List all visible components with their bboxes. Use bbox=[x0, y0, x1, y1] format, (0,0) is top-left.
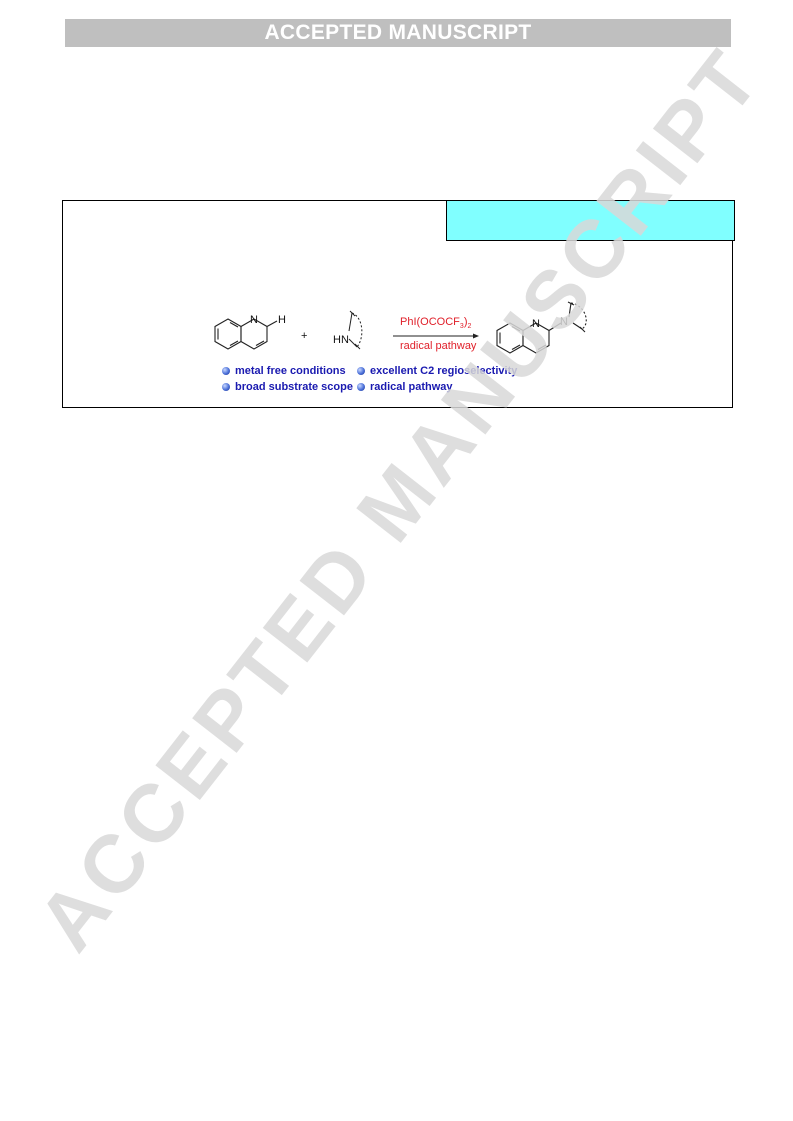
feature-item: excellent C2 regioselectivity bbox=[357, 364, 547, 378]
reaction-scheme: N H + HN PhI(OCOCF3)2 radical pathway bbox=[205, 297, 591, 395]
quinoline-structure bbox=[214, 318, 278, 350]
feature-text: broad substrate scope bbox=[235, 381, 353, 393]
reactant1-n-atom: N bbox=[250, 314, 258, 326]
product-structure bbox=[496, 301, 587, 354]
product-n-atom-amine: N bbox=[560, 316, 568, 328]
feature-text: radical pathway bbox=[370, 381, 453, 393]
reactant1-h-atom: H bbox=[278, 314, 286, 326]
amine-label: HN bbox=[333, 334, 349, 346]
reagent-label: PhI(OCOCF3)2 bbox=[400, 316, 471, 330]
amine-structure bbox=[348, 310, 363, 350]
feature-item: radical pathway bbox=[357, 380, 547, 394]
title-placeholder-box bbox=[446, 200, 735, 241]
feature-item: metal free conditions bbox=[222, 364, 357, 378]
reaction-arrowhead bbox=[473, 333, 479, 339]
bullet-icon bbox=[357, 383, 365, 391]
feature-text: metal free conditions bbox=[235, 365, 346, 377]
plus-sign: + bbox=[301, 330, 307, 342]
bullet-icon bbox=[222, 367, 230, 375]
reaction-scheme-drawing: N H + HN PhI(OCOCF3)2 radical pathway bbox=[214, 301, 587, 354]
bullet-icon bbox=[357, 367, 365, 375]
feature-list: metal free conditions excellent C2 regio… bbox=[222, 364, 562, 394]
bullet-icon bbox=[222, 383, 230, 391]
condition-label: radical pathway bbox=[400, 340, 477, 352]
feature-text: excellent C2 regioselectivity bbox=[370, 365, 518, 377]
product-n-atom-ring: N bbox=[532, 318, 540, 330]
feature-item: broad substrate scope bbox=[222, 380, 357, 394]
accepted-manuscript-banner: ACCEPTED MANUSCRIPT bbox=[65, 19, 731, 47]
accepted-manuscript-watermark: ACCEPTED MANUSCRIPT bbox=[20, 32, 779, 968]
graphical-abstract-box: N H + HN PhI(OCOCF3)2 radical pathway bbox=[62, 200, 735, 408]
